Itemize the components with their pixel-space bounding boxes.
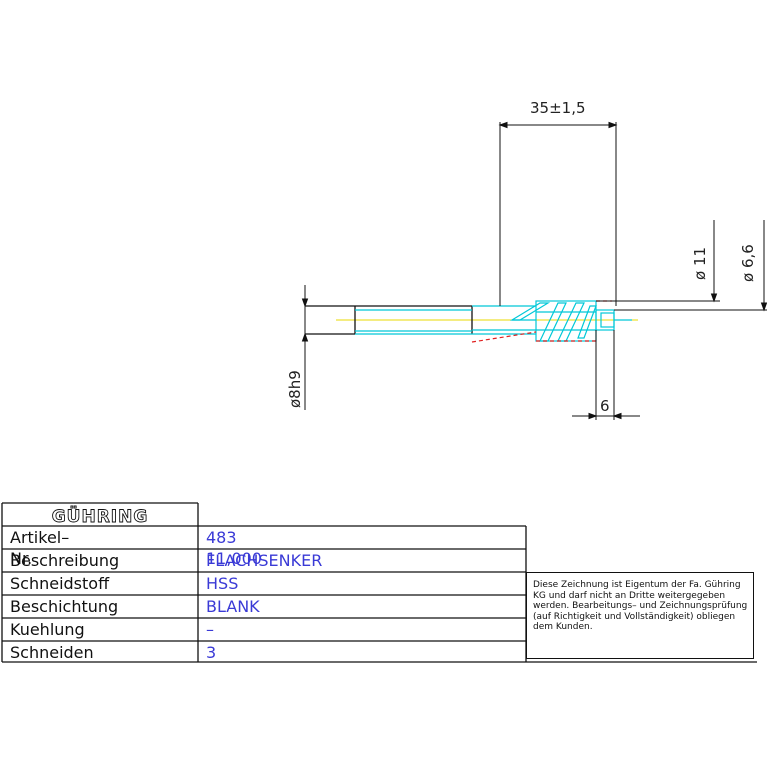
dimension-pilot-diameter — [614, 220, 767, 312]
value-cutting-material: HSS — [206, 574, 239, 593]
dimension-overall-length — [498, 121, 618, 306]
label-description: Beschreibung — [10, 551, 120, 570]
dimension-step-length — [572, 330, 640, 420]
dim-label-pilot-diameter: ø 6,6 — [739, 244, 757, 282]
label-cutting-material: Schneidstoff — [10, 574, 110, 593]
dimension-shank-diameter — [301, 285, 309, 410]
value-article-number: 483 11,000 — [206, 528, 262, 568]
dimension-outer-diameter — [596, 220, 720, 303]
value-cooling: – — [206, 620, 214, 639]
value-cutting-edges: 3 — [206, 643, 217, 662]
dim-label-shank-diameter: ø8h9 — [286, 370, 304, 408]
dim-label-outer-diameter: ø 11 — [691, 247, 709, 280]
value-coating: BLANK — [206, 597, 260, 616]
ownership-disclaimer: Diese Zeichnung ist Eigentum der Fa. Güh… — [526, 572, 754, 659]
dim-label-step-length: 6 — [600, 397, 610, 415]
label-coating: Beschichtung — [10, 597, 119, 616]
title-block-grid — [1, 502, 757, 663]
tool-shank — [305, 305, 473, 335]
tool-section — [355, 300, 632, 342]
dim-label-overall-length: 35±1,5 — [530, 99, 586, 117]
value-description: FLACHSENKER — [206, 551, 323, 570]
guehring-logo: GÜHRING — [52, 505, 149, 527]
label-cutting-edges: Schneiden — [10, 643, 94, 662]
label-article-number: Artikel–Nr. — [10, 528, 70, 568]
label-cooling: Kuehlung — [10, 620, 85, 639]
